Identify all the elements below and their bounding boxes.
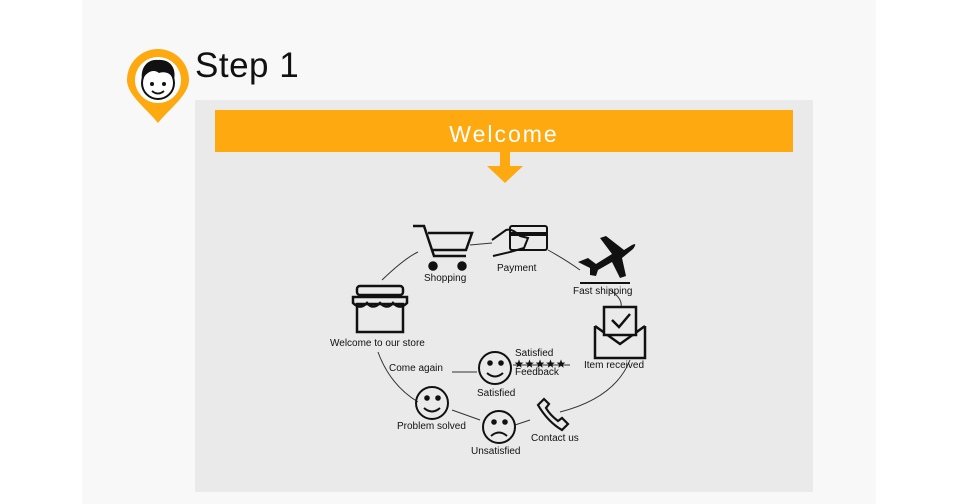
- come-again-label: Come again: [389, 363, 443, 374]
- credit-card-payment-icon: [491, 225, 548, 257]
- airplane-icon: [578, 236, 636, 284]
- welcome-store-label: Welcome to our store: [330, 338, 425, 349]
- satisfied-top-label: Satisfied: [515, 348, 554, 359]
- satisfied-label: Satisfied: [477, 388, 516, 399]
- user-location-pin-icon: [127, 49, 189, 123]
- rating-star-icon: [535, 359, 545, 368]
- payment-label: Payment: [497, 263, 537, 274]
- storefront-icon: [351, 284, 409, 334]
- down-arrow-icon: [487, 152, 523, 183]
- telephone-icon: [536, 397, 570, 432]
- rating-star-icon: [556, 359, 566, 368]
- feedback-label: Feedback: [515, 367, 559, 378]
- contact-us-label: Contact us: [531, 433, 579, 444]
- envelope-check-icon: [593, 305, 647, 360]
- welcome-banner: Welcome: [215, 110, 793, 152]
- problem-solved-smiley-icon: [415, 386, 449, 420]
- fast-shipping-label: Fast shipping: [573, 286, 633, 297]
- satisfied-smiley-icon: [478, 351, 512, 385]
- rating-star-icon: [546, 359, 555, 368]
- rating-star-icon: [514, 359, 524, 368]
- problem-solved-label: Problem solved: [397, 421, 466, 432]
- shopping-label: Shopping: [424, 273, 467, 284]
- shopping-cart-icon: [413, 224, 474, 271]
- unsatisfied-label: Unsatisfied: [471, 446, 521, 457]
- unsatisfied-face-icon: [482, 410, 516, 444]
- five-star-rating-icon: [514, 359, 566, 368]
- step-title: Step 1: [195, 46, 300, 85]
- item-received-label: Item received: [584, 360, 645, 371]
- rating-star-icon: [525, 359, 534, 368]
